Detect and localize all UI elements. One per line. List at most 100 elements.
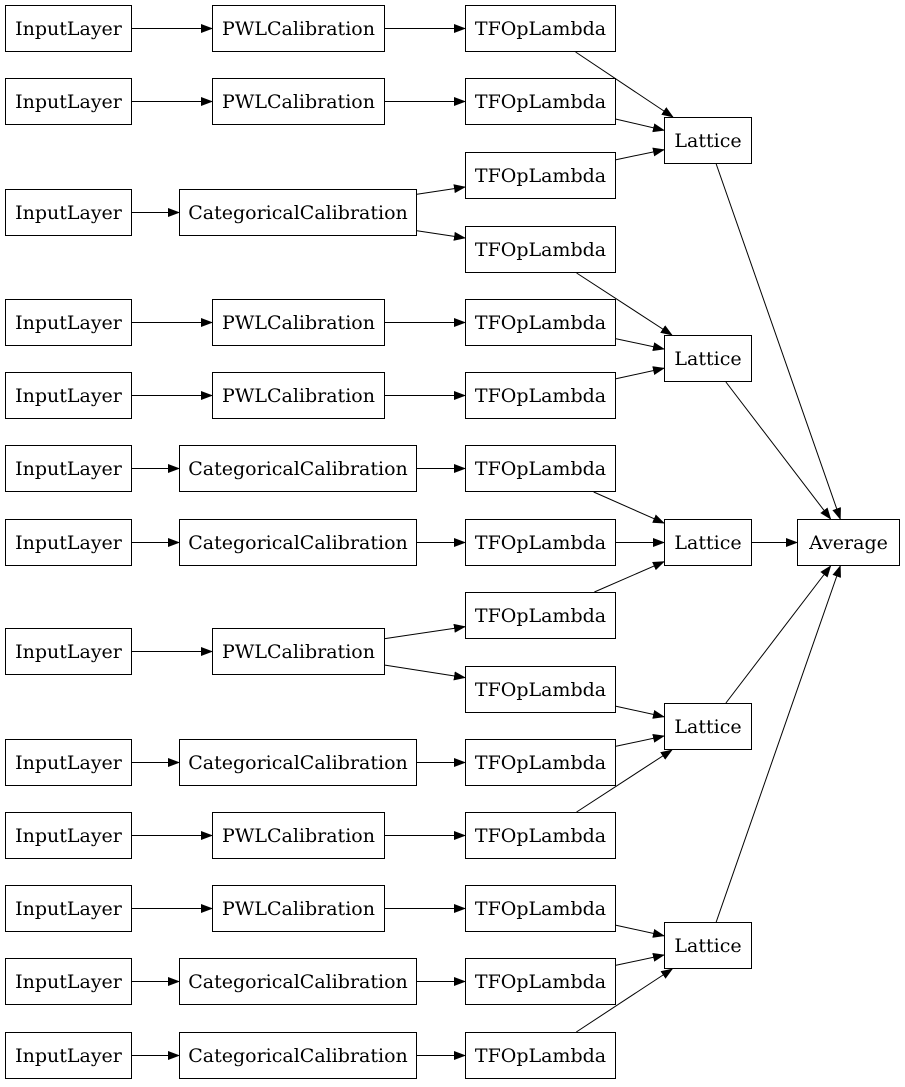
node-lattice: Lattice (664, 117, 752, 164)
node-lattice: Lattice (664, 703, 752, 750)
node-label: Lattice (674, 347, 742, 370)
node-tfoplambda: TFOpLambda (465, 226, 616, 273)
node-inputlayer: InputLayer (5, 78, 132, 125)
edge-tf12-to-lat4 (615, 924, 665, 938)
node-inputlayer: InputLayer (5, 739, 132, 786)
node-tfoplambda: TFOpLambda (465, 152, 616, 199)
node-lattice: Lattice (664, 519, 752, 566)
node-tfoplambda: TFOpLambda (465, 519, 616, 566)
node-inputlayer: InputLayer (5, 189, 132, 236)
node-inputlayer: InputLayer (5, 372, 132, 419)
node-tfoplambda: TFOpLambda (465, 592, 616, 639)
node-inputlayer: InputLayer (5, 885, 132, 932)
node-inputlayer: InputLayer (5, 628, 132, 675)
edge-tf0-to-lat0 (575, 51, 674, 118)
node-label: InputLayer (15, 1044, 122, 1067)
node-label: PWLCalibration (222, 824, 375, 847)
node-label: CategoricalCalibration (188, 751, 408, 774)
edge-tf14-to-lat4 (576, 968, 674, 1033)
node-label: TFOpLambda (474, 17, 607, 40)
node-pwlcalibration: PWLCalibration (212, 299, 385, 346)
node-label: PWLCalibration (222, 17, 375, 40)
node-categoricalcalibration: CategoricalCalibration (179, 519, 417, 566)
node-label: TFOpLambda (474, 238, 607, 261)
node-label: InputLayer (15, 751, 122, 774)
node-inputlayer: InputLayer (5, 445, 132, 492)
node-tfoplambda: TFOpLambda (465, 958, 616, 1005)
node-label: CategoricalCalibration (188, 1044, 408, 1067)
node-tfoplambda: TFOpLambda (465, 445, 616, 492)
edge-tf10-to-lat3 (615, 733, 665, 747)
node-categoricalcalibration: CategoricalCalibration (179, 445, 417, 492)
node-tfoplambda: TFOpLambda (465, 299, 616, 346)
node-label: TFOpLambda (474, 531, 607, 554)
node-label: TFOpLambda (474, 897, 607, 920)
node-tfoplambda: TFOpLambda (465, 5, 616, 52)
edge-tf3-to-lat1 (576, 272, 673, 336)
node-label: InputLayer (15, 457, 122, 480)
edge-lat3-to-avg (725, 565, 832, 704)
edge-cal7-to-tf9 (384, 664, 466, 681)
edge-tf6-to-lat2 (593, 491, 665, 524)
node-label: Lattice (674, 129, 742, 152)
node-label: InputLayer (15, 201, 122, 224)
node-label: TFOpLambda (474, 164, 607, 187)
node-label: Lattice (674, 715, 742, 738)
node-tfoplambda: TFOpLambda (465, 1032, 616, 1079)
node-tfoplambda: TFOpLambda (465, 78, 616, 125)
node-label: TFOpLambda (474, 90, 607, 113)
node-label: PWLCalibration (222, 90, 375, 113)
edge-tf13-to-lat4 (615, 952, 665, 966)
edge-lat1-to-avg (725, 381, 832, 520)
node-label: CategoricalCalibration (188, 457, 408, 480)
node-inputlayer: InputLayer (5, 812, 132, 859)
node-pwlcalibration: PWLCalibration (212, 372, 385, 419)
node-categoricalcalibration: CategoricalCalibration (179, 189, 417, 236)
node-inputlayer: InputLayer (5, 299, 132, 346)
node-label: PWLCalibration (222, 640, 375, 663)
node-tfoplambda: TFOpLambda (465, 372, 616, 419)
node-label: InputLayer (15, 970, 122, 993)
node-pwlcalibration: PWLCalibration (212, 885, 385, 932)
node-lattice: Lattice (664, 335, 752, 382)
node-label: TFOpLambda (474, 824, 607, 847)
node-inputlayer: InputLayer (5, 1032, 132, 1079)
node-categoricalcalibration: CategoricalCalibration (179, 1032, 417, 1079)
edge-tf2-to-lat0 (615, 147, 665, 161)
node-label: InputLayer (15, 90, 122, 113)
edge-tf9-to-lat3 (615, 705, 665, 719)
edges-group (132, 24, 841, 1060)
node-label: TFOpLambda (474, 751, 607, 774)
node-label: TFOpLambda (474, 604, 607, 627)
node-label: CategoricalCalibration (188, 970, 408, 993)
node-label: InputLayer (15, 17, 122, 40)
edge-tf4-to-lat1 (615, 338, 665, 352)
edge-lat4-to-avg (715, 565, 841, 923)
node-lattice: Lattice (664, 922, 752, 969)
node-categoricalcalibration: CategoricalCalibration (179, 739, 417, 786)
node-pwlcalibration: PWLCalibration (212, 812, 385, 859)
node-label: PWLCalibration (222, 311, 375, 334)
node-label: InputLayer (15, 384, 122, 407)
node-tfoplambda: TFOpLambda (465, 666, 616, 713)
edge-tf5-to-lat1 (615, 366, 665, 380)
edge-tf11-to-lat3 (576, 749, 673, 813)
node-label: PWLCalibration (222, 384, 375, 407)
node-label: TFOpLambda (474, 1044, 607, 1067)
edge-tf8-to-lat2 (594, 561, 665, 593)
node-label: InputLayer (15, 311, 122, 334)
node-label: TFOpLambda (474, 457, 607, 480)
node-label: Lattice (674, 531, 742, 554)
node-pwlcalibration: PWLCalibration (212, 78, 385, 125)
edge-lat0-to-avg (715, 163, 841, 520)
node-tfoplambda: TFOpLambda (465, 812, 616, 859)
node-inputlayer: InputLayer (5, 958, 132, 1005)
node-label: PWLCalibration (222, 897, 375, 920)
node-label: InputLayer (15, 824, 122, 847)
node-label: InputLayer (15, 531, 122, 554)
edge-cal7-to-tf8 (384, 623, 466, 640)
node-label: TFOpLambda (474, 678, 607, 701)
node-inputlayer: InputLayer (5, 519, 132, 566)
